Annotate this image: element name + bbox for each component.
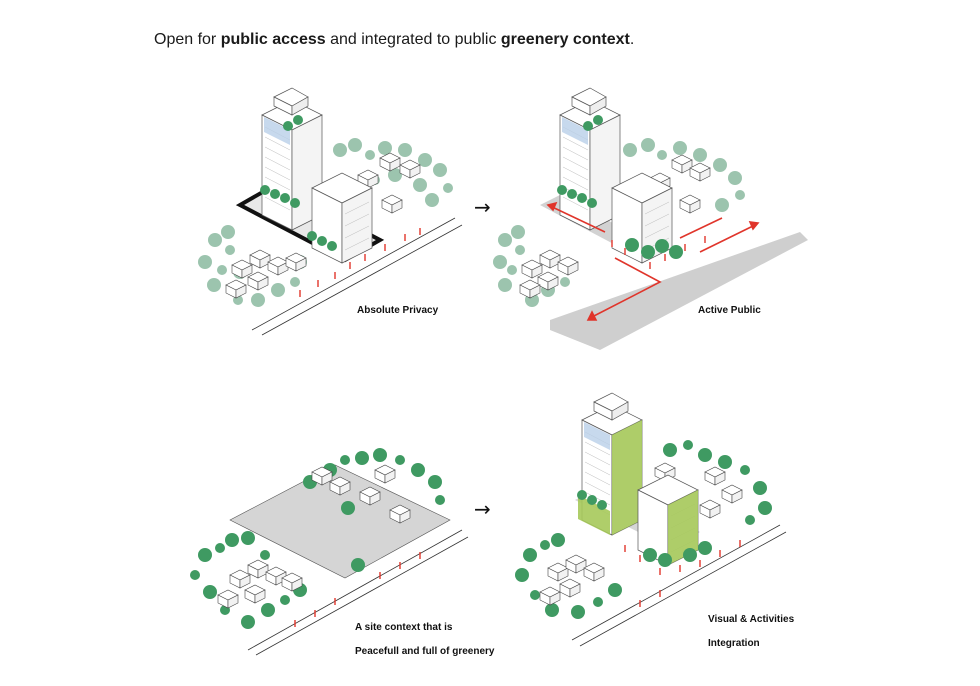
empty-site-plot bbox=[229, 464, 451, 579]
transition-arrow-top: → bbox=[474, 195, 491, 219]
caption-visual-integration: Visual & Activities Integration bbox=[708, 614, 795, 649]
panel-visual-integration bbox=[515, 392, 787, 647]
diagram-heading: Open for public access and integrated to… bbox=[154, 31, 635, 48]
green-facade-block bbox=[668, 490, 698, 565]
green-facade-tower bbox=[612, 420, 642, 535]
green-podium bbox=[578, 495, 610, 535]
caption-absolute-privacy: Absolute Privacy bbox=[357, 305, 439, 316]
heading-emphasis-public-access: public access bbox=[220, 31, 326, 48]
panel-site-context bbox=[190, 448, 469, 656]
caption-site-context: A site context that is Peacefull and ful… bbox=[355, 622, 495, 657]
tower-building bbox=[559, 87, 621, 231]
heading-emphasis-greenery-context: greenery context bbox=[500, 31, 630, 48]
transition-arrow-bottom: → bbox=[474, 497, 491, 521]
circulation-arrows bbox=[546, 201, 760, 321]
panel-active-public bbox=[493, 87, 808, 350]
block-building bbox=[311, 172, 373, 264]
public-street-plaza bbox=[550, 232, 808, 350]
panel-absolute-privacy bbox=[198, 87, 463, 336]
caption-active-public: Active Public bbox=[698, 305, 761, 316]
